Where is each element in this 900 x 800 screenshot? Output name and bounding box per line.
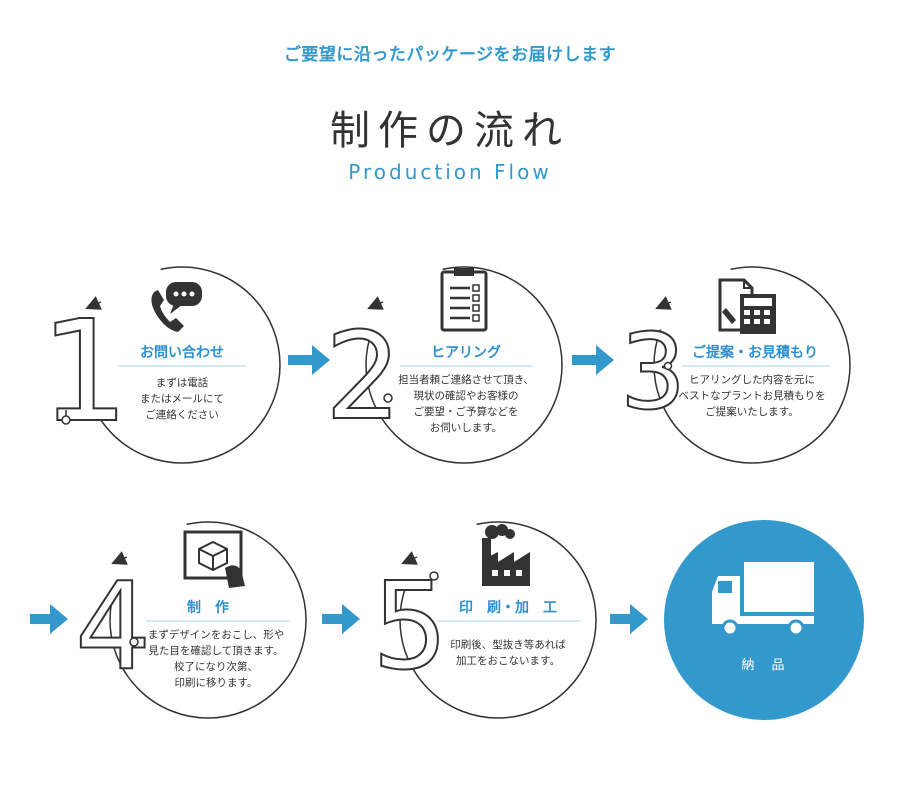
step-4-text-line: まずデザインをおこし、形や [148, 628, 285, 641]
step-1-numeral: 1 [39, 290, 130, 455]
step-3-title: ご提案・お見積もり [692, 344, 818, 361]
page-title: 制作の流れ [330, 108, 570, 154]
step-2-text-line: 現状の確認やお客様の [414, 389, 519, 402]
flow-arrow-2-3 [572, 345, 614, 375]
flow-arrow-5-final [610, 604, 648, 634]
step-3: 3 ご提案・お見積もり ヒアリングした内容を元に ベストなプラントお見積もりを … [619, 266, 851, 464]
step-2-text-line: ご要望・ご予算などを [414, 405, 519, 418]
step-2-numeral: 2 [324, 307, 402, 448]
step-4-text-line: 校了になり次第、 [174, 660, 258, 673]
svg-text:3: 3 [620, 311, 686, 433]
final-step: 納 品 [664, 520, 864, 720]
step-5: 5 印 刷・加 工 印刷後、型抜き等あれば 加工をおこないます。 [371, 521, 597, 719]
phone-chat-icon [151, 282, 202, 332]
step-3-circle-arc [653, 266, 851, 464]
svg-text:4: 4 [75, 558, 151, 697]
step-1-arrowhead [85, 296, 102, 310]
step-4-circle-arc [109, 521, 307, 719]
step-2: 2 ヒアリング 担当者頼ご連絡させて頂き、 現状の確認やお客様の ご要望・ご予算… [324, 266, 563, 464]
step-2-text-line: 担当者頼ご連絡させて頂き、 [398, 373, 534, 386]
clipboard-checklist-icon [440, 268, 488, 332]
step-5-title: 印 刷・加 工 [459, 599, 557, 616]
step-5-numeral: 5 [371, 557, 449, 698]
step-1-text-line: またはメールにて [140, 393, 224, 405]
flow-arrow-4-5 [322, 604, 360, 634]
step-4-numeral: 4 [74, 557, 152, 698]
step-5-arrowhead [401, 551, 418, 565]
step-4-title: 制 作 [187, 599, 229, 616]
step-5-text-line: 加工をおこないます。 [456, 655, 560, 667]
step-4: 4 制 作 まずデザインをおこし、形や 見た目を確認して頂きます。 校了になり次… [74, 521, 307, 719]
step-2-arrowhead [367, 296, 384, 310]
step-5-text-line: 印刷後、型抜き等あれば [450, 638, 566, 651]
step-1-title: お問い合わせ [140, 344, 224, 361]
page-subtitle: Production Flow [348, 160, 552, 184]
step-1-text-line: ご連絡ください [145, 408, 219, 421]
step-2-text-line: お伺いします。 [430, 421, 502, 434]
step-2-circle-arc [365, 266, 563, 464]
step-4-arrowhead [111, 551, 128, 565]
flow-arrow-1-2 [288, 345, 330, 375]
tagline: ご要望に沿ったパッケージをお届けします [283, 45, 617, 65]
delivery-truck-icon [712, 562, 814, 637]
step-3-arrowhead [655, 296, 672, 310]
step-1: 1 お問い合わせ まずは電話 またはメールにて ご連絡ください [39, 266, 281, 464]
svg-text:5: 5 [372, 558, 448, 697]
svg-text:2: 2 [325, 308, 401, 447]
step-3-text-line: ヒアリングした内容を元に [689, 373, 815, 386]
step-2-title: ヒアリング [431, 344, 501, 361]
final-step-label: 納 品 [741, 658, 786, 673]
step-3-text-line: ベストなプラントお見積もりを [678, 389, 825, 402]
design-tablet-icon [183, 530, 245, 588]
step-3-numeral: 3 [619, 310, 687, 434]
step-5-circle-arc [399, 521, 597, 719]
step-1-circle-arc [83, 266, 281, 464]
step-3-text-line: ご提案いたします。 [705, 405, 798, 418]
document-calculator-icon [718, 278, 776, 334]
step-4-text-line: 印刷に移ります。 [175, 676, 258, 689]
factory-icon [482, 524, 530, 586]
flow-arrow-3-4 [30, 604, 68, 634]
step-1-text-line: まずは電話 [156, 376, 209, 389]
step-4-text-line: 見た目を確認して頂きます。 [148, 644, 283, 657]
svg-text:1: 1 [40, 291, 129, 454]
